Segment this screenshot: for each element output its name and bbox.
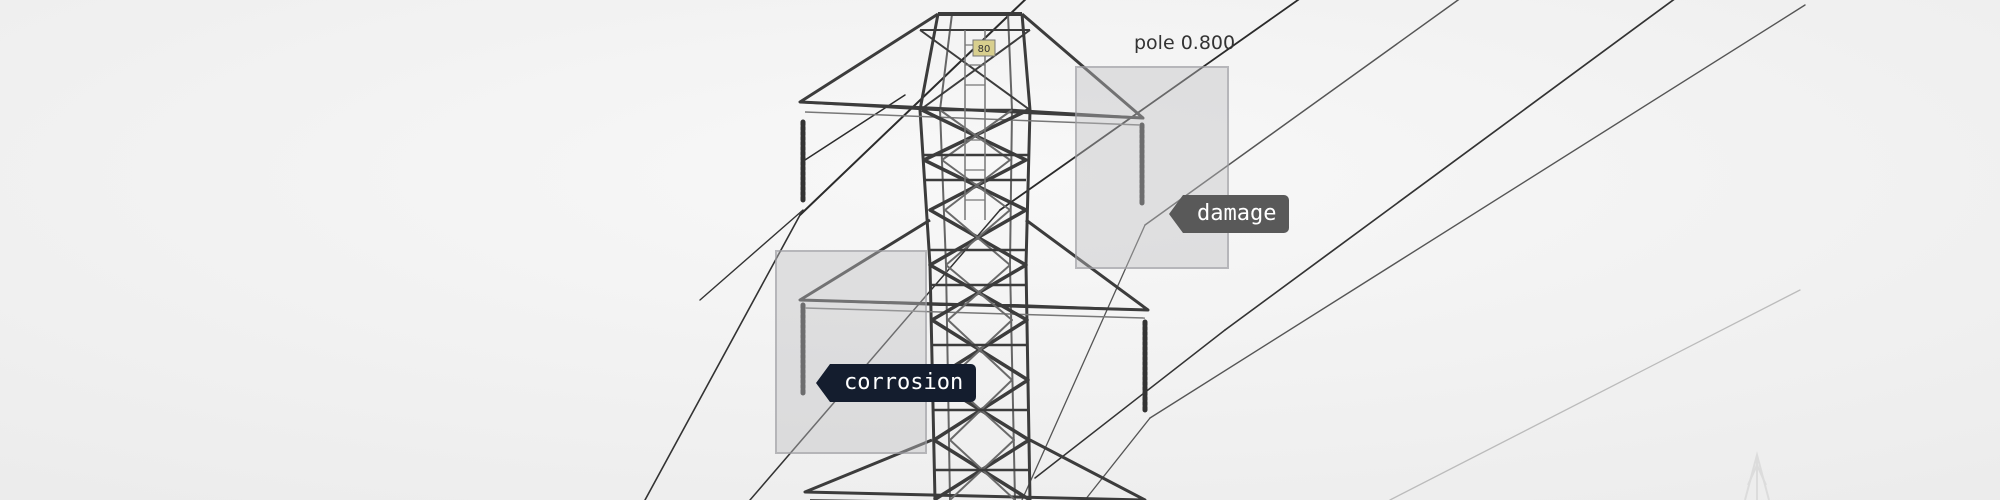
corrosion-bounding-box: [775, 250, 927, 454]
distant-tree: [1744, 451, 1770, 500]
corrosion-tag: corrosion: [815, 364, 977, 402]
damage-tag: damage: [1168, 195, 1290, 233]
tower-number-sign: 80: [972, 39, 996, 57]
power-lines: [644, 0, 1806, 500]
damage-bounding-box: [1075, 66, 1229, 269]
damage-score-label: pole 0.800: [1134, 32, 1236, 54]
sign-text: 80: [978, 44, 991, 55]
insulators: [800, 119, 1148, 413]
